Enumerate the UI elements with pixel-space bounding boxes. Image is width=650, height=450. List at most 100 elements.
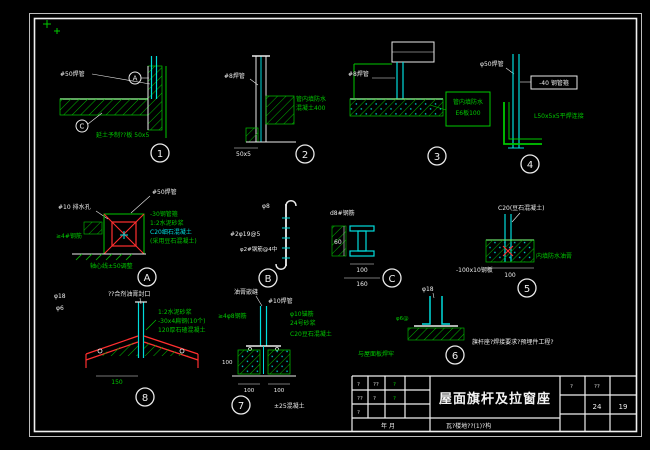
detail-A-rebar: ≥4#钢筋 [56,232,82,240]
detail-1-note: 延土予制??板 50x5 [96,131,149,139]
detail-7-dim3: 100 [222,360,233,366]
label-box [530,75,578,90]
detail-number: C [389,274,396,285]
detail-bubble-4: 4 [520,154,540,174]
corner-registration-marks [43,20,60,34]
detail-7-left: ≥4φ8钢筋 [218,312,247,320]
detail-A-n3: C20细石混凝土 [150,228,192,236]
detail-A-n4: (采用豆石混凝土) [150,237,197,245]
embed-hatch [407,327,465,341]
detail-bubble-2: 2 [295,144,315,164]
callout-a: A [128,71,149,85]
detail-C: d8#钢筋 100 160 60 C [330,209,402,288]
detail-1: #50焊管 A C 延土予制??板 50x5 1 [59,56,170,163]
detail-bubble-5: 5 [517,278,537,298]
tb-header2: ?? [594,384,600,390]
detail-8: φ18 φ6 ??合剂油膏封口 1:2水泥砂浆 -30x4扁钢(10个) 120… [54,290,206,407]
detail-6-tie: φ6@ [396,316,409,322]
detail-3-box-line1: 管内填防水 [453,98,483,106]
tb-mark: ? [373,396,376,402]
detail-3-box-line2: E6板100 [455,109,480,117]
drawing-title: 屋面旗杆及拉窗座 [439,391,551,407]
detail-8-top: ??合剂油膏封口 [108,290,150,298]
detail-number: 7 [238,401,244,412]
detail-4-weld-note: L50x5x5平焊连接 [534,112,584,120]
tb-page-number: 19 [619,403,628,411]
anchor-square [111,221,137,247]
detail-2: #8焊管 管内填防水 混凝土400 50x5 2 [224,55,326,164]
detail-B: φ8 #2φ19@5 φ2#钢筋@4中 B [230,200,297,288]
detail-A-drain-label: #10 排水孔 [58,203,91,211]
detail-C-dim-h: 100 [356,267,368,274]
detail-4-pipe-label: φ50焊管 [480,60,504,68]
detail-5: C20(豆石混凝土) 内填防水油膏 -100x10钢板 100 5 [456,204,572,298]
detail-number: 8 [142,393,148,404]
detail-number: 5 [524,284,530,295]
callout-c: C [75,112,103,133]
detail-A-pipe-label: #50焊管 [152,188,177,196]
detail-8-r3: 120厚石碴混凝土 [158,326,205,334]
tb-mark: ? [393,396,396,402]
detail-1-pipe-label: #50焊管 [60,70,85,78]
detail-number: B [265,274,272,285]
detail-8-r1: 1:2水泥砂浆 [158,308,192,316]
tb-header1: ? [570,384,573,390]
detail-8-r2: -30x4扁钢(10个) [158,317,206,325]
note-box [445,91,491,127]
tb-project: 瓦?楼地??(1)?构 [446,422,491,430]
detail-number: 4 [527,160,533,171]
detail-5-n2: -100x10钢板 [456,266,493,274]
detail-7-dim2: 100 [274,388,285,394]
detail-7-r3: C20豆石混凝土 [290,330,332,338]
detail-bubble-B: B [258,268,278,288]
detail-6-bolt-label: φ18 [422,286,434,293]
detail-6-weld: 与屋面板焊牢 [358,350,394,358]
tb-mark: ? [393,382,396,388]
detail-bubble-A: A [137,267,157,287]
detail-2-note2: 混凝土400 [296,104,326,112]
detail-number: 1 [157,149,163,160]
detail-bubble-1: 1 [150,143,170,163]
detail-7-bottom: ±25混凝土 [274,402,305,410]
footing-right [267,349,291,375]
detail-3: #8焊管 管内填防水 E6板100 3 [348,41,491,166]
title-block: 屋面旗杆及拉窗座 ? ?? ? ?? ? ? ? 年 月 瓦?楼地??(1)?构… [351,375,637,432]
roof-ridge [85,335,199,368]
detail-number: 6 [452,351,458,362]
detail-3-pipe-label: #8焊管 [348,70,369,78]
detail-2-note1: 管内填防水 [296,95,326,103]
tb-mark: ?? [373,382,379,388]
detail-bubble-3: 3 [427,146,447,166]
footing-left [237,349,261,375]
detail-B-n2: φ2#钢筋@4中 [240,245,277,253]
detail-B-n1: #2φ19@5 [230,231,260,238]
anchor-bolts [422,296,450,325]
detail-8-b2: φ6 [56,305,64,312]
detail-2-dim: 50x5 [236,151,251,158]
detail-7-r2: 24号砂浆 [290,319,316,327]
detail-6: φ18 φ6@ 与屋面板焊牢 旗杆座?焊接要求?预埋件工程? 6 [358,286,554,365]
detail-8-b1: φ18 [54,293,66,300]
callout-letter: A [133,75,138,83]
detail-6-note: 旗杆座?焊接要求?预埋件工程? [472,338,554,346]
tb-date: 年 月 [381,422,395,430]
tb-mark: ? [357,382,360,388]
detail-2-pipe-label: #8焊管 [224,72,245,80]
fill-hatch [265,95,295,125]
detail-5-n1: 内填防水油膏 [536,252,572,260]
detail-C-dim-h2: 160 [356,281,368,288]
detail-7-dim1: 100 [244,388,255,394]
wall-hatch [147,65,163,131]
roof-hatch-left [94,341,138,356]
roof-hatch-right [144,341,190,356]
tb-mark: ?? [357,396,363,402]
detail-bubble-7: 7 [231,395,251,415]
sheet-frame [29,13,642,437]
tb-sheet-number: 24 [593,403,602,411]
callout-letter: C [80,123,85,131]
detail-7: 油膏嵌缝 #10焊管 ≥4φ8钢筋 φ10锚筋 24号砂浆 C20豆石混凝土 1… [218,288,332,415]
detail-A-n2: 1:2水泥砂浆 [150,219,184,227]
i-beam [349,225,375,257]
